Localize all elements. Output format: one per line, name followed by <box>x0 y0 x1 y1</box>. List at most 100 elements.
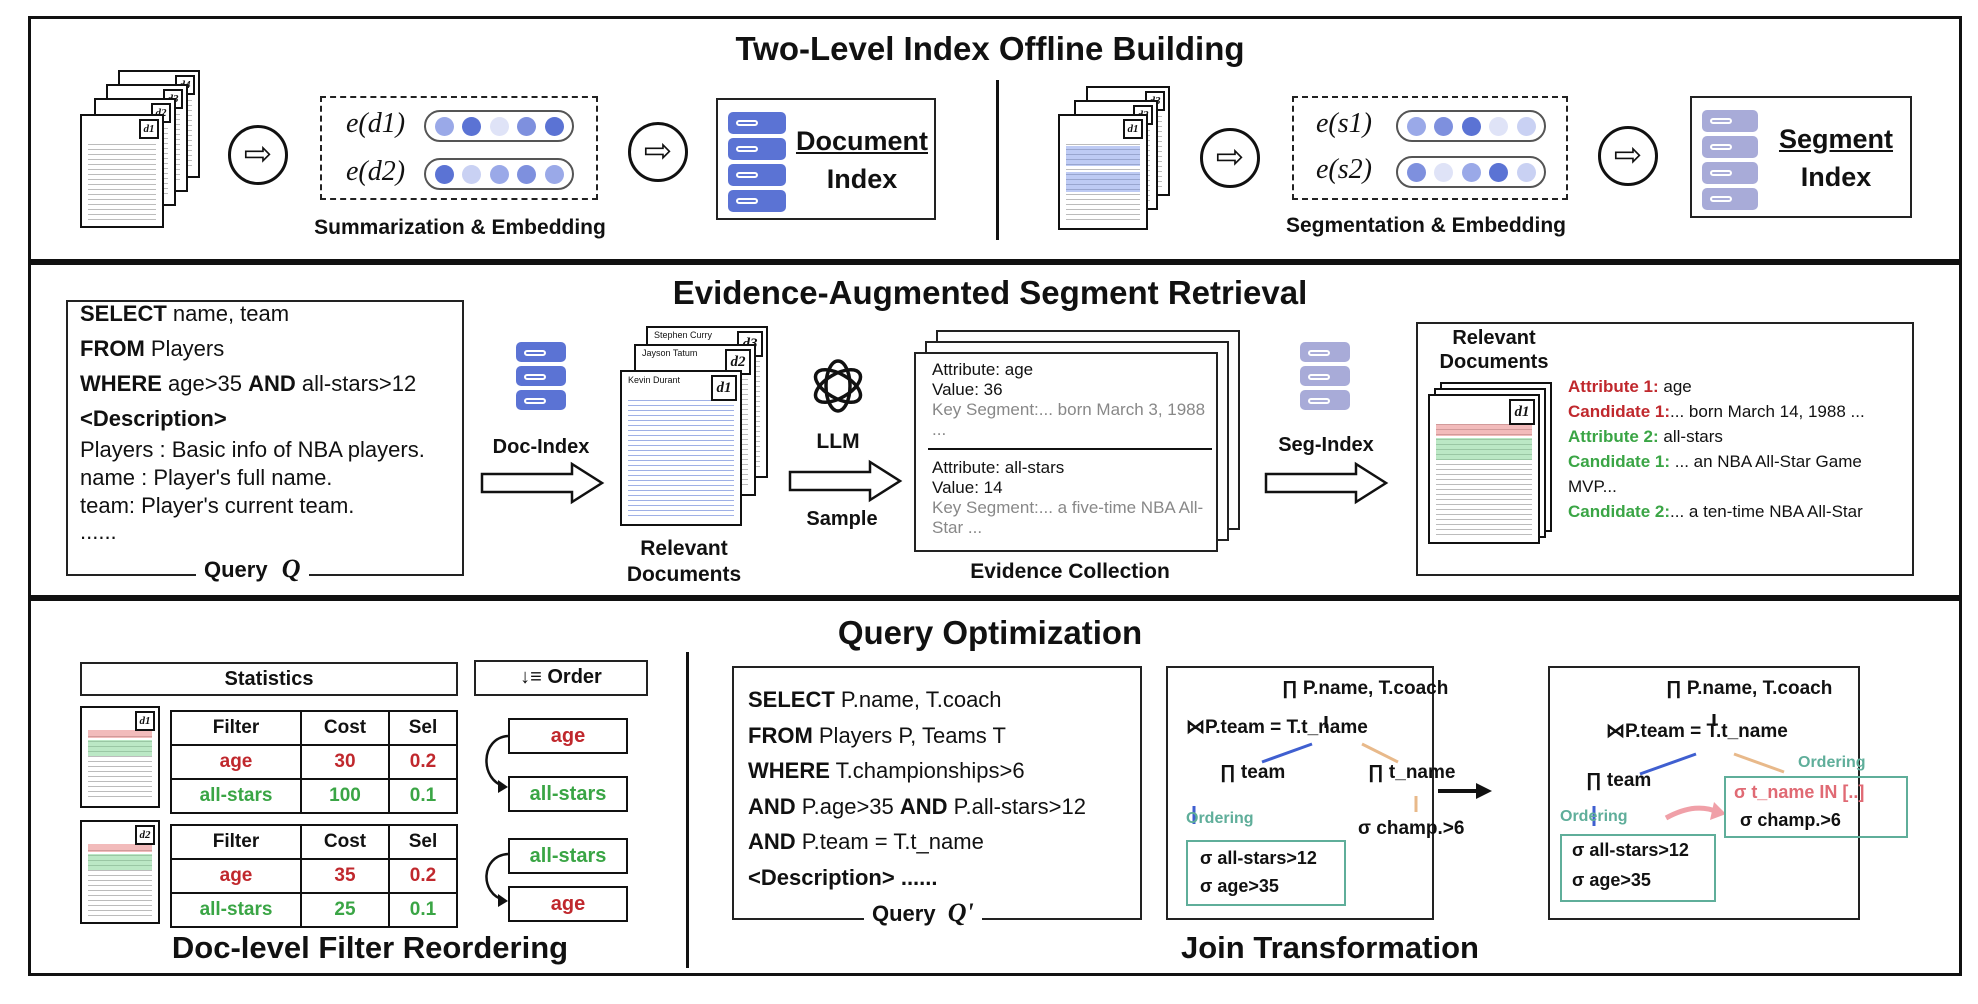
segment-embed-label: e(s2) <box>1316 154 1372 185</box>
doc-index-label: Doc-Index <box>492 436 590 458</box>
candidate-item: Candidate 2:... a ten-time NBA All-Star <box>1568 499 1904 524</box>
ordered-selection-box <box>1186 840 1346 906</box>
description-tag: <Description> <box>80 406 227 431</box>
arrow-right-icon: ⇨ <box>1598 126 1658 186</box>
query-symbol: Q' <box>947 898 974 927</box>
sel-cell: 0.2 <box>388 858 458 894</box>
evidence-attr: Attribute: age <box>932 360 1034 379</box>
ordering-label: Ordering <box>1186 810 1254 827</box>
sql-text: all-stars>12 <box>295 371 417 396</box>
order-item: all-stars <box>508 838 628 874</box>
sel-cell: 0.2 <box>388 744 458 780</box>
llm-label: LLM <box>816 430 860 453</box>
candidate-label: Candidate 1: <box>1568 402 1671 421</box>
relevant-documents-label: Relevant Documents <box>626 537 742 586</box>
filter-cell: age <box>170 858 302 894</box>
sql-keyword: AND <box>748 829 796 854</box>
query-text: SELECT name, team FROM Players WHERE age… <box>80 296 425 544</box>
arrow-right-icon: ⇨ <box>1200 128 1260 188</box>
reorder-caption: Doc-level Filter Reordering <box>171 930 569 965</box>
embed-label: e(d1) <box>346 108 406 139</box>
candidate-text: all-stars <box>1658 427 1723 446</box>
order-item: age <box>508 886 628 922</box>
panel3-divider <box>686 652 689 968</box>
evidence-value: Value: 36 <box>932 380 1003 399</box>
sql-text: T.championships>6 <box>829 758 1025 783</box>
candidate-item: Candidate 1: ... an NBA All-Star Game MV… <box>1568 449 1904 499</box>
doc-index-icon <box>516 342 566 414</box>
retrieval-panel <box>28 262 1962 598</box>
query-caption: Query Q <box>196 554 309 584</box>
arrow-right-icon <box>480 461 605 505</box>
document-index-label: Document <box>795 126 928 156</box>
description-line: ...... <box>80 519 117 544</box>
sql-keyword: AND <box>748 793 796 819</box>
statistics-doc: d2 <box>80 820 160 924</box>
doc-tag: d1 <box>1123 119 1143 139</box>
sql-keyword: SELECT <box>80 301 167 326</box>
selection-node: σ age>35 <box>1572 870 1651 890</box>
seg-index-label: Seg-Index <box>1278 434 1374 456</box>
order-arrow-icon <box>485 852 509 907</box>
table-header: Cost <box>300 824 390 860</box>
selection-node: σ age>35 <box>1200 876 1279 896</box>
ordering-label: Ordering <box>1798 754 1866 771</box>
relevant-documents-label-2: Relevant Documents <box>1439 327 1549 373</box>
order-label: ↓≡ Order <box>474 666 648 689</box>
filter-cell: age <box>170 744 302 780</box>
arrow-right-icon <box>788 459 903 503</box>
ordered-selection-box <box>1560 834 1716 902</box>
sql-keyword: FROM <box>80 336 145 361</box>
ordered-selection-box <box>1724 776 1908 838</box>
sql-text: age>35 <box>161 371 249 396</box>
table-header: Sel <box>388 710 458 746</box>
embed-caption: Summarization & Embedding <box>314 216 606 239</box>
projection-team-node: ∏ team <box>1220 762 1286 783</box>
query-caption-text: Query <box>872 901 936 926</box>
doc-header-name: Stephen Curry <box>654 330 713 340</box>
embedding-vector <box>424 110 574 142</box>
candidate-label: Candidate 2: <box>1568 502 1671 521</box>
arrow-right-icon <box>1438 783 1492 799</box>
table-header: Cost <box>300 710 390 746</box>
optimized-query-text: SELECT P.name, T.coach FROM Players P, T… <box>748 682 1086 895</box>
tree-edges <box>1592 714 1785 826</box>
sql-text: P.name, T.coach <box>834 687 1002 712</box>
embedding-vector <box>1396 156 1546 188</box>
embedding-vector <box>1396 110 1546 142</box>
candidate-text: age <box>1658 377 1692 396</box>
selection-node: σ all-stars>12 <box>1572 840 1689 860</box>
query-caption-2: Query Q' <box>864 898 982 928</box>
statistics-doc: d1 <box>80 706 160 808</box>
panel3-title: Query Optimization <box>837 614 1143 651</box>
sort-icon: ↓≡ <box>520 666 542 688</box>
panel2-title: Evidence-Augmented Segment Retrieval <box>672 274 1308 311</box>
query-caption-text: Query <box>204 557 268 582</box>
doc-tag: d1 <box>139 119 159 139</box>
document-index-label2: Index <box>826 164 898 194</box>
embed-label: e(d2) <box>346 156 406 187</box>
sql-keyword: FROM <box>748 722 813 748</box>
projection-tname-node: ∏ t_name <box>1368 762 1456 783</box>
segment-embed-label: e(s1) <box>1316 108 1372 139</box>
candidate-item: Candidate 1:... born March 14, 1988 ... <box>1568 399 1904 424</box>
description-tag: <Description> ...... <box>748 864 938 890</box>
candidate-text: ... a ten-time NBA All-Star <box>1670 502 1863 521</box>
evidence-divider <box>928 448 1212 450</box>
candidate-label: Attribute 2: <box>1568 427 1659 446</box>
projection-node: ∏ P.name, T.coach <box>1282 678 1449 699</box>
statistics-header <box>80 662 458 696</box>
ordering-label: Ordering <box>1560 808 1628 825</box>
filter-cell: all-stars <box>170 778 302 814</box>
evidence-value: Value: 14 <box>932 478 1003 497</box>
query-tree-before <box>1166 666 1434 920</box>
arrow-right-icon: ⇨ <box>228 125 288 185</box>
candidate-label: Candidate 1: <box>1568 452 1671 471</box>
evidence-caption: Evidence Collection <box>970 560 1170 583</box>
filter-cell: all-stars <box>170 892 302 928</box>
evidence-content: Attribute: age Value: 36 Key Segment:...… <box>928 360 1212 538</box>
doc-tag: d1 <box>1509 399 1535 425</box>
sample-label: Sample <box>806 508 878 530</box>
